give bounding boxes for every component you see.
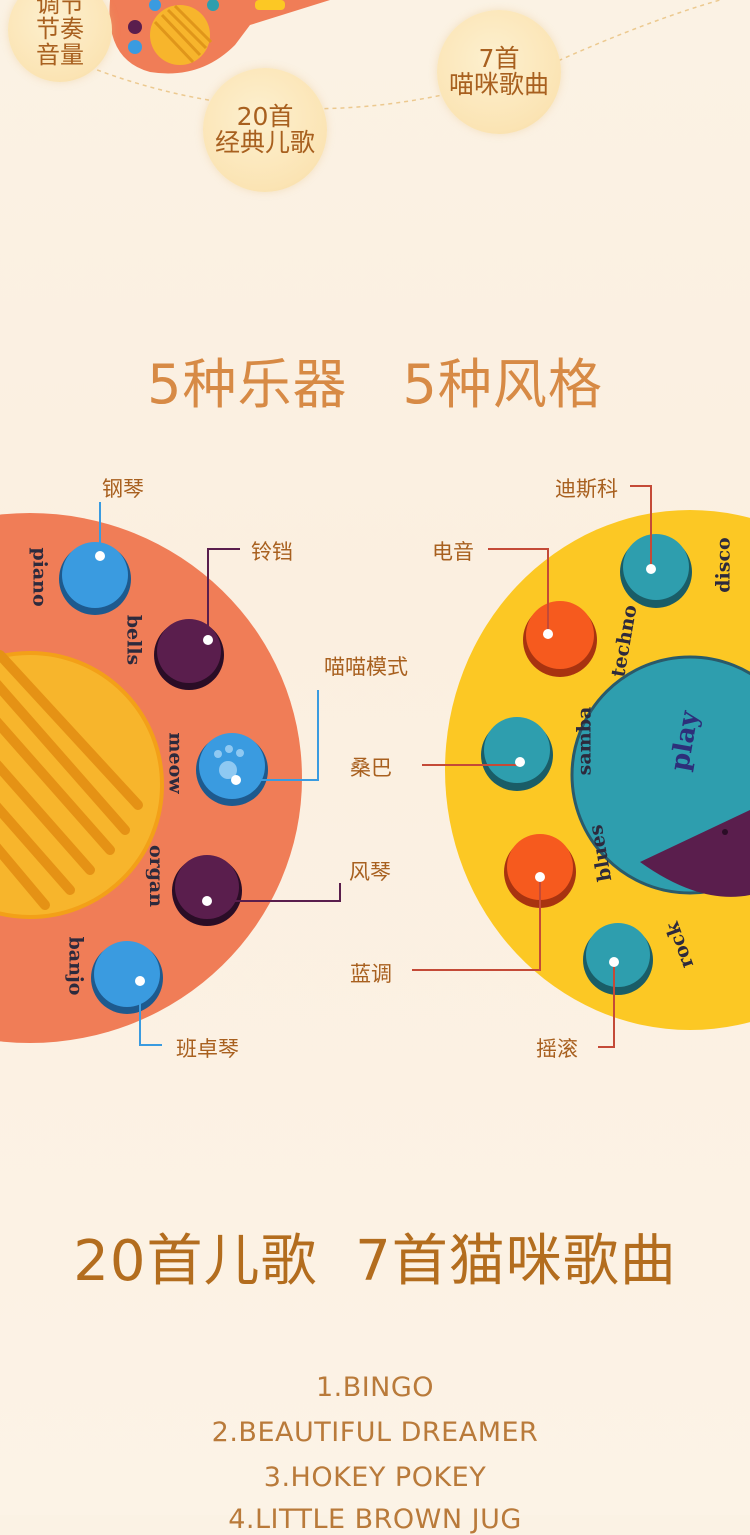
section-title-songs: 20首儿歌 7首猫咪歌曲	[73, 1229, 677, 1294]
song-item: 2.BEAUTIFUL DREAMER	[211, 1417, 539, 1448]
style-panel	[412, 485, 750, 1048]
bubble-line: 经典儿歌	[214, 128, 315, 157]
label-banjo: 班卓琴	[176, 1037, 239, 1061]
button-text-samba: samba	[573, 706, 596, 776]
song-item: 1.BINGO	[315, 1372, 435, 1403]
label-rock: 摇滚	[536, 1037, 578, 1061]
instrument-panel	[0, 502, 341, 1046]
bubble-line: 节奏	[36, 15, 84, 44]
label-disco: 迪斯科	[555, 477, 618, 501]
piano-button-graphic	[59, 542, 131, 615]
button-text-piano: piano	[28, 547, 51, 607]
button-text-banjo: banjo	[64, 936, 87, 996]
song-item: 4.LITTLE BROWN JUG	[228, 1504, 522, 1535]
bubble-line: 喵咪歌曲	[448, 70, 549, 99]
bubble-line: 音量	[36, 40, 84, 69]
song-item: 3.HOKEY POKEY	[263, 1462, 487, 1493]
top-dashed-arc	[59, 0, 721, 110]
bubble-line: 20首	[236, 101, 294, 131]
button-text-organ: organ	[145, 844, 168, 908]
feature-bubble-7-cat-songs: 7首 喵咪歌曲	[437, 10, 561, 134]
label-piano: 钢琴	[102, 477, 144, 501]
label-techno: 电音	[432, 540, 474, 564]
button-text-disco: disco	[712, 537, 735, 593]
feature-bubble-rhythm-volume: 调节 节奏 音量	[8, 0, 112, 82]
bubble-line: 7首	[478, 43, 520, 73]
button-text-meow: meow	[164, 732, 187, 794]
label-bells: 铃铛	[251, 540, 293, 564]
label-meow-mode: 喵喵模式	[324, 655, 408, 679]
feature-bubble-20-songs: 20首 经典儿歌	[203, 68, 327, 192]
section-title-instruments-styles: 5种乐器 5种风格	[147, 353, 603, 416]
disco-button-graphic	[620, 534, 692, 608]
label-organ: 风琴	[349, 860, 391, 884]
toy-guitar-illustration	[109, 0, 330, 74]
samba-button-graphic	[481, 717, 553, 791]
meow-button-graphic	[196, 733, 268, 806]
techno-button-graphic	[523, 601, 597, 677]
label-blues: 蓝调	[350, 962, 392, 986]
label-samba: 桑巴	[350, 756, 392, 780]
organ-button-graphic	[172, 855, 242, 926]
button-text-bells: bells	[122, 614, 145, 666]
banjo-button-graphic	[91, 941, 163, 1014]
bubble-line: 调节	[36, 0, 84, 19]
